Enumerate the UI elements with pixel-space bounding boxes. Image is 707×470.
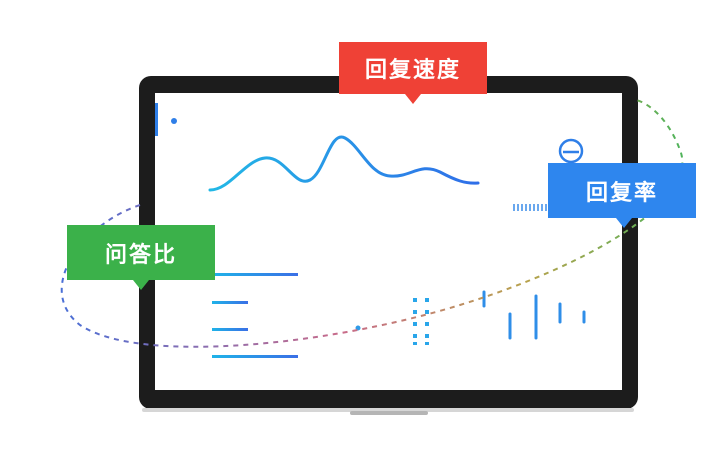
laptop-screen (155, 93, 622, 390)
reply-speed-label: 回复速度 (364, 58, 461, 83)
qa-ratio-tag: 问答比 (67, 225, 215, 290)
laptop-base (142, 408, 634, 412)
list-line (212, 328, 248, 331)
reply-rate-tag: 回复率 (548, 163, 696, 228)
reply-rate-label: 回复率 (585, 180, 658, 206)
laptop-notch (350, 411, 428, 415)
orbit-dashed-line (60, 99, 684, 348)
qa-ratio-label: 问答比 (104, 242, 177, 268)
striped-bar (513, 204, 547, 211)
list-line (212, 301, 248, 304)
gauge-icon (558, 138, 584, 164)
dot-grid (413, 298, 429, 345)
list-line (212, 273, 298, 276)
vertical-bars (482, 290, 586, 340)
list-line (212, 355, 298, 358)
reply-speed-tag: 回复速度 (339, 42, 487, 104)
trend-wave-line (208, 135, 480, 192)
screen-marker-dot (171, 118, 177, 124)
screen-marker-bar (155, 103, 158, 136)
